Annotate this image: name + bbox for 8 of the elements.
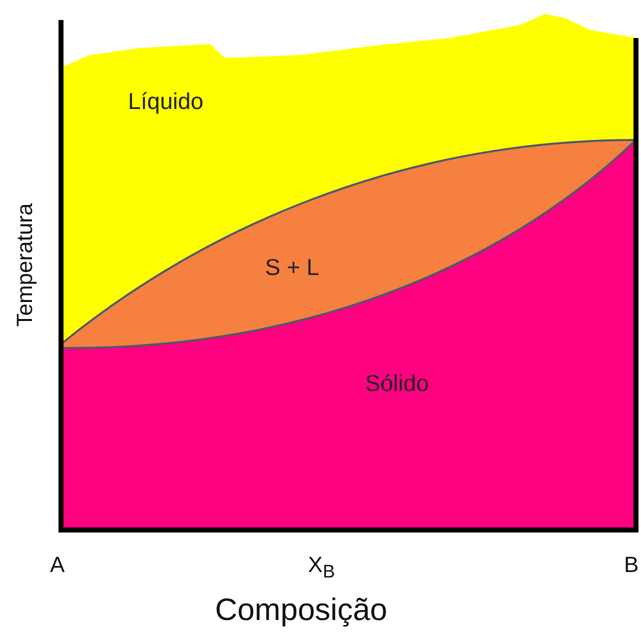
region-label: Líquido — [128, 88, 204, 115]
region-label: Sólido — [365, 370, 429, 397]
region-label: S + L — [265, 254, 320, 281]
axis-label: A — [50, 552, 65, 578]
axis-label: X$_{B}$ — [308, 552, 335, 582]
axis-label: B — [624, 552, 639, 578]
axis-title: Temperatura — [12, 203, 38, 327]
axis-title: Composição — [215, 592, 388, 628]
